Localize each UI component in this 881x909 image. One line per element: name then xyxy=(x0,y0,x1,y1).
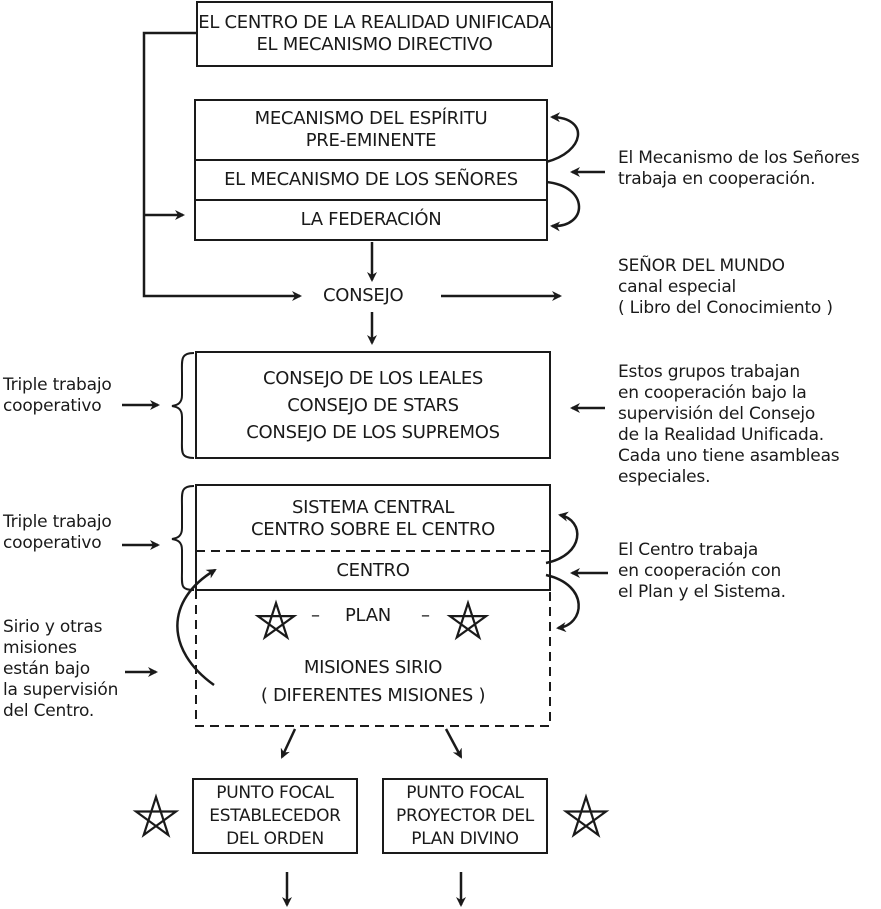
cell-line: EL MECANISMO DE LOS SEÑORES xyxy=(224,169,518,190)
curve-sirius-center xyxy=(176,568,217,687)
brace-system xyxy=(171,485,195,591)
note-line: Estos grupos trabajan xyxy=(618,362,800,382)
triple-work-note-2: Triple trabajo cooperativo xyxy=(3,512,112,554)
note-line: Triple trabajo xyxy=(3,375,112,395)
cell-line: CENTRO SOBRE EL CENTRO xyxy=(251,519,495,540)
note-line: El Mecanismo de los Señores xyxy=(618,148,860,168)
note-line: Triple trabajo xyxy=(3,512,112,532)
curve-lords-spirit xyxy=(545,112,580,164)
note-line: están bajo xyxy=(3,659,90,679)
note-line: de la Realidad Unificada. xyxy=(618,425,824,445)
box-line: CONSEJO DE LOS LEALES xyxy=(262,367,484,389)
lord-of-world-note: SEÑOR DEL MUNDO canal especial ( Libro d… xyxy=(618,256,833,319)
cell-line: CENTRO xyxy=(336,560,410,581)
box-line: EL CENTRO DE LA REALIDAD UNIFICADA xyxy=(198,12,551,33)
box-line: EL MECANISMO DIRECTIVO xyxy=(256,34,493,55)
note-line: la supervisión xyxy=(3,680,119,700)
lords-note: El Mecanismo de los Señores trabaja en c… xyxy=(618,148,860,190)
note-line: el Plan y el Sistema. xyxy=(618,582,786,602)
central-system-cell: SISTEMA CENTRAL CENTRO SOBRE EL CENTRO xyxy=(197,488,549,550)
box-line: CONSEJO DE LOS SUPREMOS xyxy=(246,421,500,443)
spirit-mechanism-cell: MECANISMO DEL ESPÍRITU PRE-EMINENTE xyxy=(196,101,546,161)
box-line: PLAN DIVINO xyxy=(411,828,519,849)
cell-line: PRE-EMINENTE xyxy=(305,130,437,151)
cell-line: SISTEMA CENTRAL xyxy=(291,497,455,518)
plan-label: PLAN xyxy=(345,605,391,626)
note-line: en cooperación con xyxy=(618,561,782,581)
lords-mechanism-cell: EL MECANISMO DE LOS SEÑORES xyxy=(196,161,546,201)
sirius-note: Sirio y otras misiones están bajo la sup… xyxy=(3,617,118,722)
box-line: ESTABLECEDOR xyxy=(209,805,341,826)
cell-line: LA FEDERACIÓN xyxy=(300,209,442,230)
note-line: ( Libro del Conocimiento ) xyxy=(618,298,833,318)
note-line: cooperativo xyxy=(3,533,102,553)
note-line: cooperativo xyxy=(3,396,102,416)
pentagram-star-icon xyxy=(254,599,298,641)
focal-point-order-box: PUNTO FOCAL ESTABLECEDOR DEL ORDEN xyxy=(192,778,358,854)
note-line: trabaja en cooperación. xyxy=(618,169,816,189)
missions-dashed-border xyxy=(195,590,551,727)
curve-center-system xyxy=(545,511,579,565)
box-line: DEL ORDEN xyxy=(226,828,324,849)
sirius-missions: MISIONES SIRIO ( DIFERENTES MISIONES ) xyxy=(196,654,550,710)
consejo-label: CONSEJO xyxy=(323,285,404,306)
focal-point-plan-box: PUNTO FOCAL PROYECTOR DEL PLAN DIVINO xyxy=(382,778,548,854)
triple-work-note-1: Triple trabajo cooperativo xyxy=(3,375,112,417)
brace-councils xyxy=(171,352,195,459)
note-line: en cooperación bajo la xyxy=(618,383,807,403)
cell-line: MECANISMO DEL ESPÍRITU xyxy=(254,108,488,129)
note-line: especiales. xyxy=(618,467,711,487)
bracket-line xyxy=(142,31,302,301)
plan-dash-right: – xyxy=(421,605,430,626)
councils-box: CONSEJO DE LOS LEALES CONSEJO DE STARS C… xyxy=(195,351,551,459)
note-line: Cada uno tiene asambleas xyxy=(618,446,840,466)
arrow-missions-focal-left xyxy=(280,728,297,759)
federation-cell: LA FEDERACIÓN xyxy=(196,201,546,239)
plan-dash-left: – xyxy=(311,605,320,626)
note-line: Sirio y otras xyxy=(3,617,103,637)
arrow-missions-focal-right xyxy=(444,728,463,759)
councils-note: Estos grupos trabajan en cooperación baj… xyxy=(618,362,840,488)
unified-reality-box: EL CENTRO DE LA REALIDAD UNIFICADA EL ME… xyxy=(196,1,553,67)
box-line: CONSEJO DE STARS xyxy=(287,394,459,416)
note-line: del Centro. xyxy=(3,701,95,721)
center-cell: CENTRO xyxy=(197,554,549,588)
pentagram-star-icon xyxy=(132,793,180,838)
center-note: El Centro trabaja en cooperación con el … xyxy=(618,540,786,603)
note-line: canal especial xyxy=(618,277,737,297)
box-line: PROYECTOR DEL xyxy=(396,805,534,826)
curve-lords-federation xyxy=(545,180,581,232)
box-line: PUNTO FOCAL xyxy=(216,782,334,803)
curve-center-plan xyxy=(545,573,580,633)
box-line: PUNTO FOCAL xyxy=(406,782,524,803)
missions-line: ( DIFERENTES MISIONES ) xyxy=(260,685,486,706)
pentagram-star-icon xyxy=(446,599,490,641)
note-line: misiones xyxy=(3,638,77,658)
pentagram-star-icon xyxy=(562,793,610,838)
central-system-box: SISTEMA CENTRAL CENTRO SOBRE EL CENTRO C… xyxy=(195,484,551,591)
mechanism-stack-box: MECANISMO DEL ESPÍRITU PRE-EMINENTE EL M… xyxy=(194,99,548,241)
note-line: supervisión del Consejo xyxy=(618,404,816,424)
missions-line: MISIONES SIRIO xyxy=(303,657,443,678)
note-line: El Centro trabaja xyxy=(618,540,759,560)
note-line: SEÑOR DEL MUNDO xyxy=(618,256,785,276)
